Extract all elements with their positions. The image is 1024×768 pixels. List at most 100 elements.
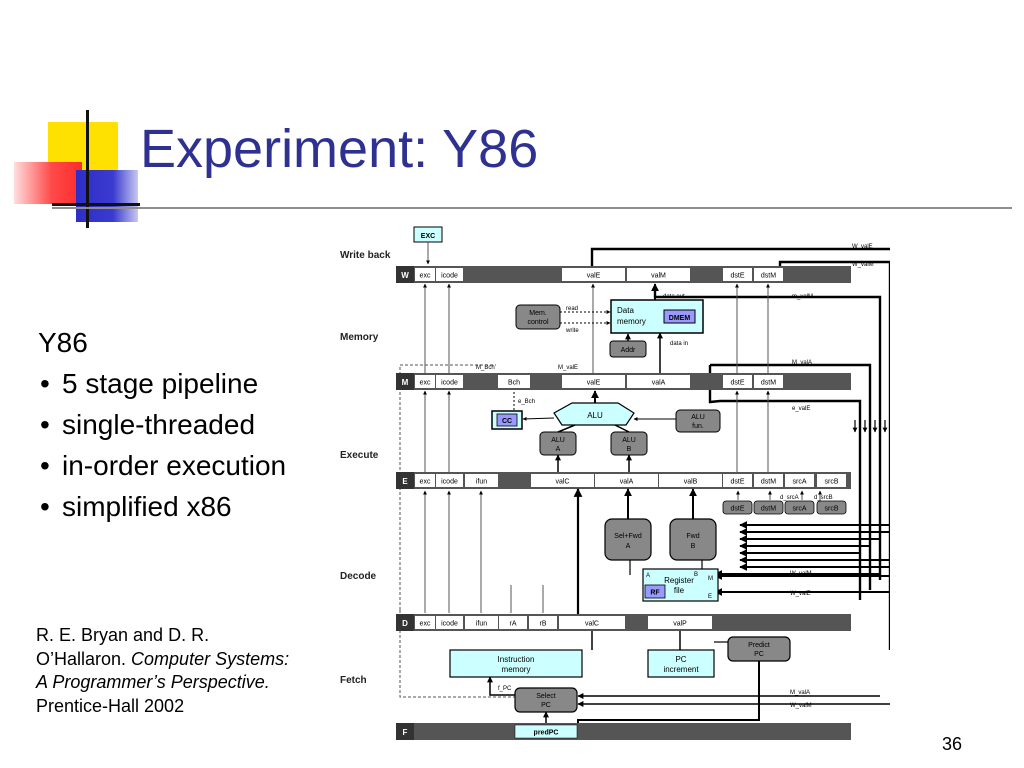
control-wires <box>423 283 822 613</box>
e-pipeline-register: E exc icode ifun valC valA valB dstE dst… <box>396 472 851 489</box>
deco-vertical-line <box>86 110 89 228</box>
e-field-exc: exc <box>420 479 431 486</box>
f-field-predpc: predPC <box>534 730 559 737</box>
m-field-vale: valE <box>587 380 601 387</box>
e-field-ifun: ifun <box>476 479 487 486</box>
f-pipeline-register: F predPC <box>396 723 851 740</box>
decode-dst-src-fields: dstE dstM srcA srcB <box>722 500 847 515</box>
cc-badge <box>496 413 518 427</box>
d-field-ra: rA <box>510 621 517 628</box>
exception-bypass-dashed <box>399 364 515 698</box>
sig-data-in: data in <box>670 341 688 347</box>
register-file-label: file <box>674 586 685 595</box>
reference-line: R. E. Bryan and D. R. <box>36 625 210 645</box>
bullet-text: 5 stage pipeline <box>62 368 259 399</box>
predict-pc-label: Predict <box>748 642 770 649</box>
instruction-memory-unit <box>449 649 583 678</box>
sig-m-bch: M_Bch <box>476 365 495 371</box>
register-file-label: Register <box>664 576 694 585</box>
alu-label: ALU <box>587 411 603 420</box>
predict-pc-label: PC <box>754 651 764 658</box>
sig-d-srca: d_srcA <box>780 495 799 501</box>
m-field-dste: dstE <box>730 380 744 387</box>
bullet-text: in-order execution <box>62 450 287 481</box>
reference-book-subtitle: A Programmer’s Perspective. <box>36 672 270 692</box>
decode-field-srcb: srcB <box>825 506 839 513</box>
sig-m-valm: m_valM <box>792 294 813 300</box>
sig-m-vale: M_valE <box>558 365 578 371</box>
e-field-valb: valB <box>684 479 698 486</box>
deco-horizontal-line <box>52 203 140 206</box>
page-number: 36 <box>941 734 962 754</box>
bullet-text: simplified x86 <box>62 491 232 522</box>
select-pc-label: PC <box>541 702 551 709</box>
reference-book-title: Computer Systems: <box>131 648 290 669</box>
fwd-b-label: B <box>691 543 696 550</box>
alu-fun-label: ALU <box>691 414 705 421</box>
e-field-vala: valA <box>620 479 634 486</box>
pc-increment-label: PC <box>675 655 686 664</box>
sig-m-vala-fetch: M_valA <box>790 690 810 696</box>
d-field-icode: icode <box>441 621 458 628</box>
dmem-badge <box>663 309 696 324</box>
rf-label: RF <box>650 590 660 597</box>
alu-fun-unit <box>675 409 721 433</box>
e-field-dste: dstE <box>730 479 744 486</box>
sig-write: write <box>565 328 579 334</box>
sig-m-vala-top: M_valA <box>792 360 812 366</box>
pc-increment-label: increment <box>663 665 699 674</box>
cc-label: CC <box>502 418 512 425</box>
alu-b-label: B <box>627 446 632 453</box>
reference-citation: R. E. Bryan and D. R. O’Hallaron. Comput… <box>36 624 289 718</box>
m-field-exc: exc <box>420 380 431 387</box>
mem-control-label: control <box>527 319 548 326</box>
bullet-dot: • <box>40 368 50 399</box>
decode-field-srca: srcA <box>793 506 807 513</box>
sig-rf-b: B <box>694 572 698 578</box>
sel-fwd-a-label: Sel+Fwd <box>614 533 642 540</box>
sig-e-vale: e_valE <box>792 406 810 412</box>
alu-b-wire <box>614 424 630 433</box>
w-field-icode: icode <box>441 273 458 280</box>
mem-control-unit <box>515 304 561 330</box>
w-field-valm: valM <box>651 273 666 280</box>
m-field-dstm: dstM <box>761 380 776 387</box>
bullet-text: single-threaded <box>62 409 256 440</box>
rf-badge <box>644 584 666 599</box>
m-label: M <box>402 378 409 387</box>
sig-rf-a: A <box>646 573 650 579</box>
reference-authors: O’Hallaron. <box>36 648 132 669</box>
alu-cc-wire <box>522 416 555 421</box>
mem-control-label: Mem. <box>529 310 547 317</box>
sig-read: read <box>566 306 578 312</box>
forward-inputs <box>714 521 890 596</box>
sig-rf-m: M <box>708 576 713 582</box>
sig-w-vale: W_valE <box>852 244 873 250</box>
pc-increment-unit <box>647 649 715 678</box>
alu-b-label: ALU <box>622 437 636 444</box>
sig-data-out: data out <box>663 294 685 300</box>
sig-w-valm: W_valM <box>852 262 874 268</box>
alu-a-label: A <box>556 446 561 453</box>
forwarding-taps <box>852 420 888 433</box>
sel-fwd-a-label: A <box>626 543 631 550</box>
title-rule <box>52 207 1012 209</box>
bullet-dot: • <box>40 450 50 481</box>
stage-label-fetch: Fetch <box>340 675 367 686</box>
stage-label-execute: Execute <box>340 450 379 461</box>
w-field-dstm: dstM <box>761 273 776 280</box>
reference-line: O’Hallaron. Computer Systems: <box>36 648 289 672</box>
deco-red-square <box>14 162 82 204</box>
bullet-dot: • <box>40 409 50 440</box>
instruction-memory-label: Instruction <box>498 655 535 664</box>
pipeline-diagram: Write back Memory Execute Decode Fetch E… <box>340 226 890 740</box>
d-pipeline-register: D exc icode ifun rA rB valC valP <box>396 614 851 631</box>
addr-label: Addr <box>621 347 636 354</box>
select-pc-label: Select <box>536 693 556 700</box>
sig-w-valm-rf: W_valM <box>790 571 812 577</box>
alu-fun-label: fun. <box>692 423 704 430</box>
alu-unit <box>553 402 635 426</box>
reference-publisher: Prentice-Hall 2002 <box>36 695 185 716</box>
fetch-to-d-wires <box>591 631 681 650</box>
d-field-valp: valP <box>673 621 687 628</box>
